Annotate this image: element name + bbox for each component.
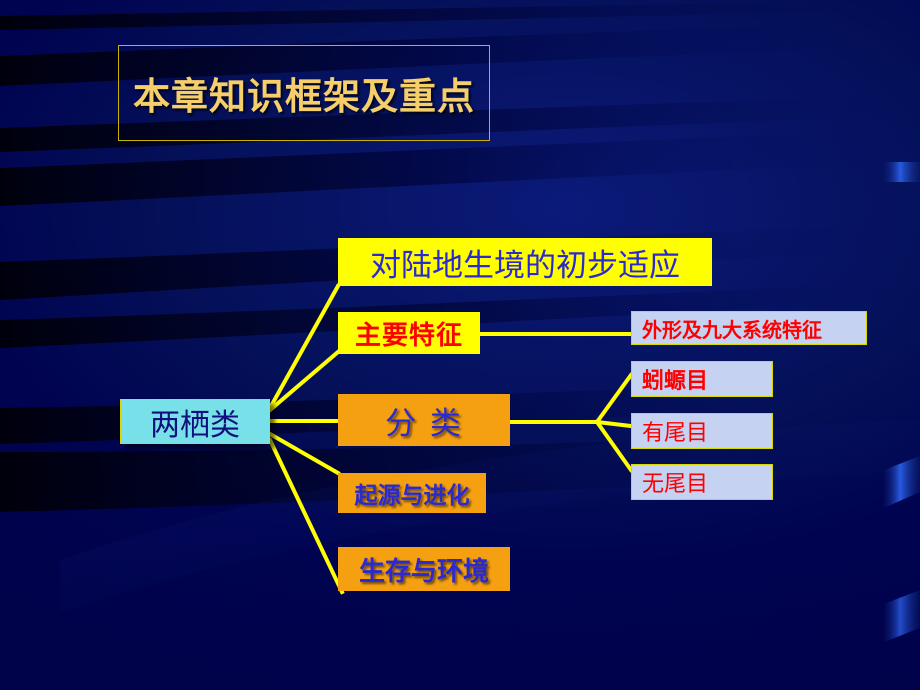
node-order-caudata[interactable]: 有尾目: [631, 413, 773, 449]
node-survival-environment[interactable]: 生存与环境: [338, 547, 510, 591]
node-amphibians-root-label: 两栖类: [150, 407, 240, 443]
node-origin-evolution-label: 起源与进化: [354, 482, 470, 509]
node-order-anura-label: 无尾目: [642, 472, 709, 497]
node-order-gymnophiona-label: 蚓螈目: [642, 368, 709, 394]
node-classification[interactable]: 分 类: [338, 394, 510, 446]
node-classification-label: 分 类: [385, 405, 463, 442]
node-adaptation-label: 对陆地生境的初步适应: [370, 247, 680, 284]
node-order-caudata-label: 有尾目: [642, 421, 709, 446]
node-amphibians-root[interactable]: 两栖类: [120, 399, 270, 444]
node-morphology-systems[interactable]: 外形及九大系统特征: [631, 311, 867, 345]
node-main-features[interactable]: 主要特征: [338, 312, 480, 354]
page-title: 本章知识框架及重点: [133, 74, 475, 118]
node-origin-evolution[interactable]: 起源与进化: [338, 473, 486, 513]
node-order-gymnophiona[interactable]: 蚓螈目: [631, 361, 773, 397]
slide-title-box: 本章知识框架及重点: [118, 45, 490, 141]
node-adaptation[interactable]: 对陆地生境的初步适应: [338, 238, 712, 286]
node-order-anura[interactable]: 无尾目: [631, 464, 773, 500]
node-main-features-label: 主要特征: [354, 320, 463, 351]
node-morphology-systems-label: 外形及九大系统特征: [642, 317, 822, 342]
node-survival-environment-label: 生存与环境: [358, 556, 489, 587]
